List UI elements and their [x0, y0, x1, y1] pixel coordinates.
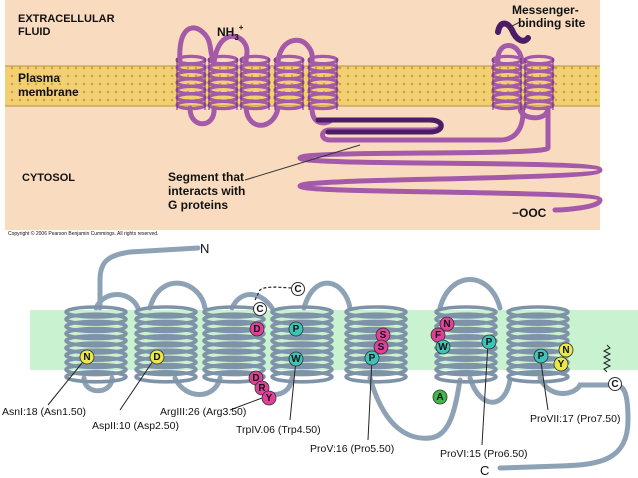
receptor-illustration: EXTRACELLULAR FLUID NH3+ Messenger- bind…	[5, 0, 603, 230]
residue-w4: W	[288, 351, 304, 367]
label-nh3: NH3+	[217, 23, 244, 42]
label-tm2: AspII:10 (Asp2.50)	[92, 420, 179, 432]
label-tm4: TrpIV.06 (Trp4.50)	[236, 424, 321, 436]
residue-n6: N	[439, 316, 455, 332]
label-tm5: ProV:16 (Pro5.50)	[310, 443, 394, 455]
svg-text:D: D	[253, 324, 260, 335]
label-messenger: Messenger-	[512, 3, 579, 17]
svg-text:W: W	[291, 354, 301, 365]
svg-text:D: D	[252, 373, 259, 384]
residue-n7: N	[558, 342, 574, 358]
label-tm7: ProVII:17 (Pro7.50)	[530, 413, 620, 425]
svg-text:S: S	[380, 330, 387, 341]
residue-w6: W	[435, 339, 451, 355]
svg-text:S: S	[378, 342, 385, 353]
residue-d2: D	[149, 349, 165, 365]
top-helix-tm4	[273, 54, 305, 111]
n-terminus-label: N	[200, 241, 209, 256]
messenger-binding-site	[495, 20, 531, 44]
svg-text:P: P	[369, 353, 376, 364]
top-helix-tm1	[175, 54, 207, 111]
residue-n1: N	[79, 349, 95, 365]
label-plasma: Plasma	[18, 71, 60, 85]
residue-a6: A	[432, 389, 448, 405]
residue-p6: P	[481, 334, 497, 350]
bottom-helix-tm1	[64, 305, 128, 384]
label-binding-site: binding site	[518, 16, 586, 30]
svg-text:D: D	[153, 352, 160, 363]
label-tm1: AsnI:18 (Asn1.50)	[2, 406, 86, 418]
svg-text:N: N	[83, 352, 90, 363]
residue-s5b: S	[373, 339, 389, 355]
svg-text:P: P	[538, 351, 545, 362]
svg-text:N: N	[562, 345, 569, 356]
svg-text:C: C	[256, 304, 263, 315]
label-extracellular: EXTRACELLULAR	[18, 13, 115, 25]
svg-text:N: N	[443, 319, 450, 330]
top-helix-tm6	[491, 54, 523, 111]
label-tm6: ProVI:15 (Pro6.50)	[440, 448, 528, 460]
residue-p4: P	[288, 321, 304, 337]
svg-text:A: A	[436, 392, 443, 403]
top-helix-tm3	[239, 54, 271, 111]
residue-p5: P	[364, 350, 380, 366]
label-segment-2: interacts with	[168, 184, 245, 198]
residue-p7: P	[533, 348, 549, 364]
label-tm3: ArgIII:26 (Arg3.50)	[160, 406, 246, 418]
copyright-text: Copyright © 2006 Pearson Benjamin Cummin…	[8, 230, 158, 237]
pointer-lines	[47, 341, 549, 446]
bottom-helix-tm2	[134, 305, 198, 384]
g-protein-segment	[315, 117, 444, 135]
c-marker-tail: C	[608, 377, 622, 391]
svg-text:R: R	[258, 383, 266, 394]
svg-text:Y: Y	[558, 359, 565, 370]
svg-text:C: C	[294, 284, 301, 295]
svg-text:C: C	[611, 379, 618, 390]
label-segment-3: G proteins	[168, 198, 228, 212]
top-helix-tm7	[523, 54, 555, 111]
svg-text:P: P	[486, 337, 493, 348]
residue-d3: D	[249, 321, 265, 337]
label-membrane: membrane	[18, 85, 79, 99]
svg-text:P: P	[293, 324, 300, 335]
top-helix-tm2	[207, 54, 239, 111]
label-cytosol: CYTOSOL	[22, 172, 75, 184]
bottom-helix-tm3	[202, 305, 266, 384]
residue-y7: Y	[553, 356, 569, 372]
svg-text:F: F	[435, 330, 441, 341]
top-helices	[175, 54, 555, 111]
c-terminus-label: C	[480, 463, 489, 478]
label-fluid: FLUID	[18, 26, 50, 38]
squiggle-mark	[602, 344, 612, 373]
c-marker-loop2: C	[291, 282, 305, 296]
label-ooc: −OOC	[512, 206, 547, 220]
top-helix-tm5	[307, 54, 339, 111]
residue-y3: Y	[261, 390, 277, 406]
label-segment-1: Segment that	[168, 170, 244, 184]
c-marker-loop: C	[253, 302, 267, 316]
svg-text:Y: Y	[266, 393, 273, 404]
svg-text:W: W	[438, 342, 448, 353]
